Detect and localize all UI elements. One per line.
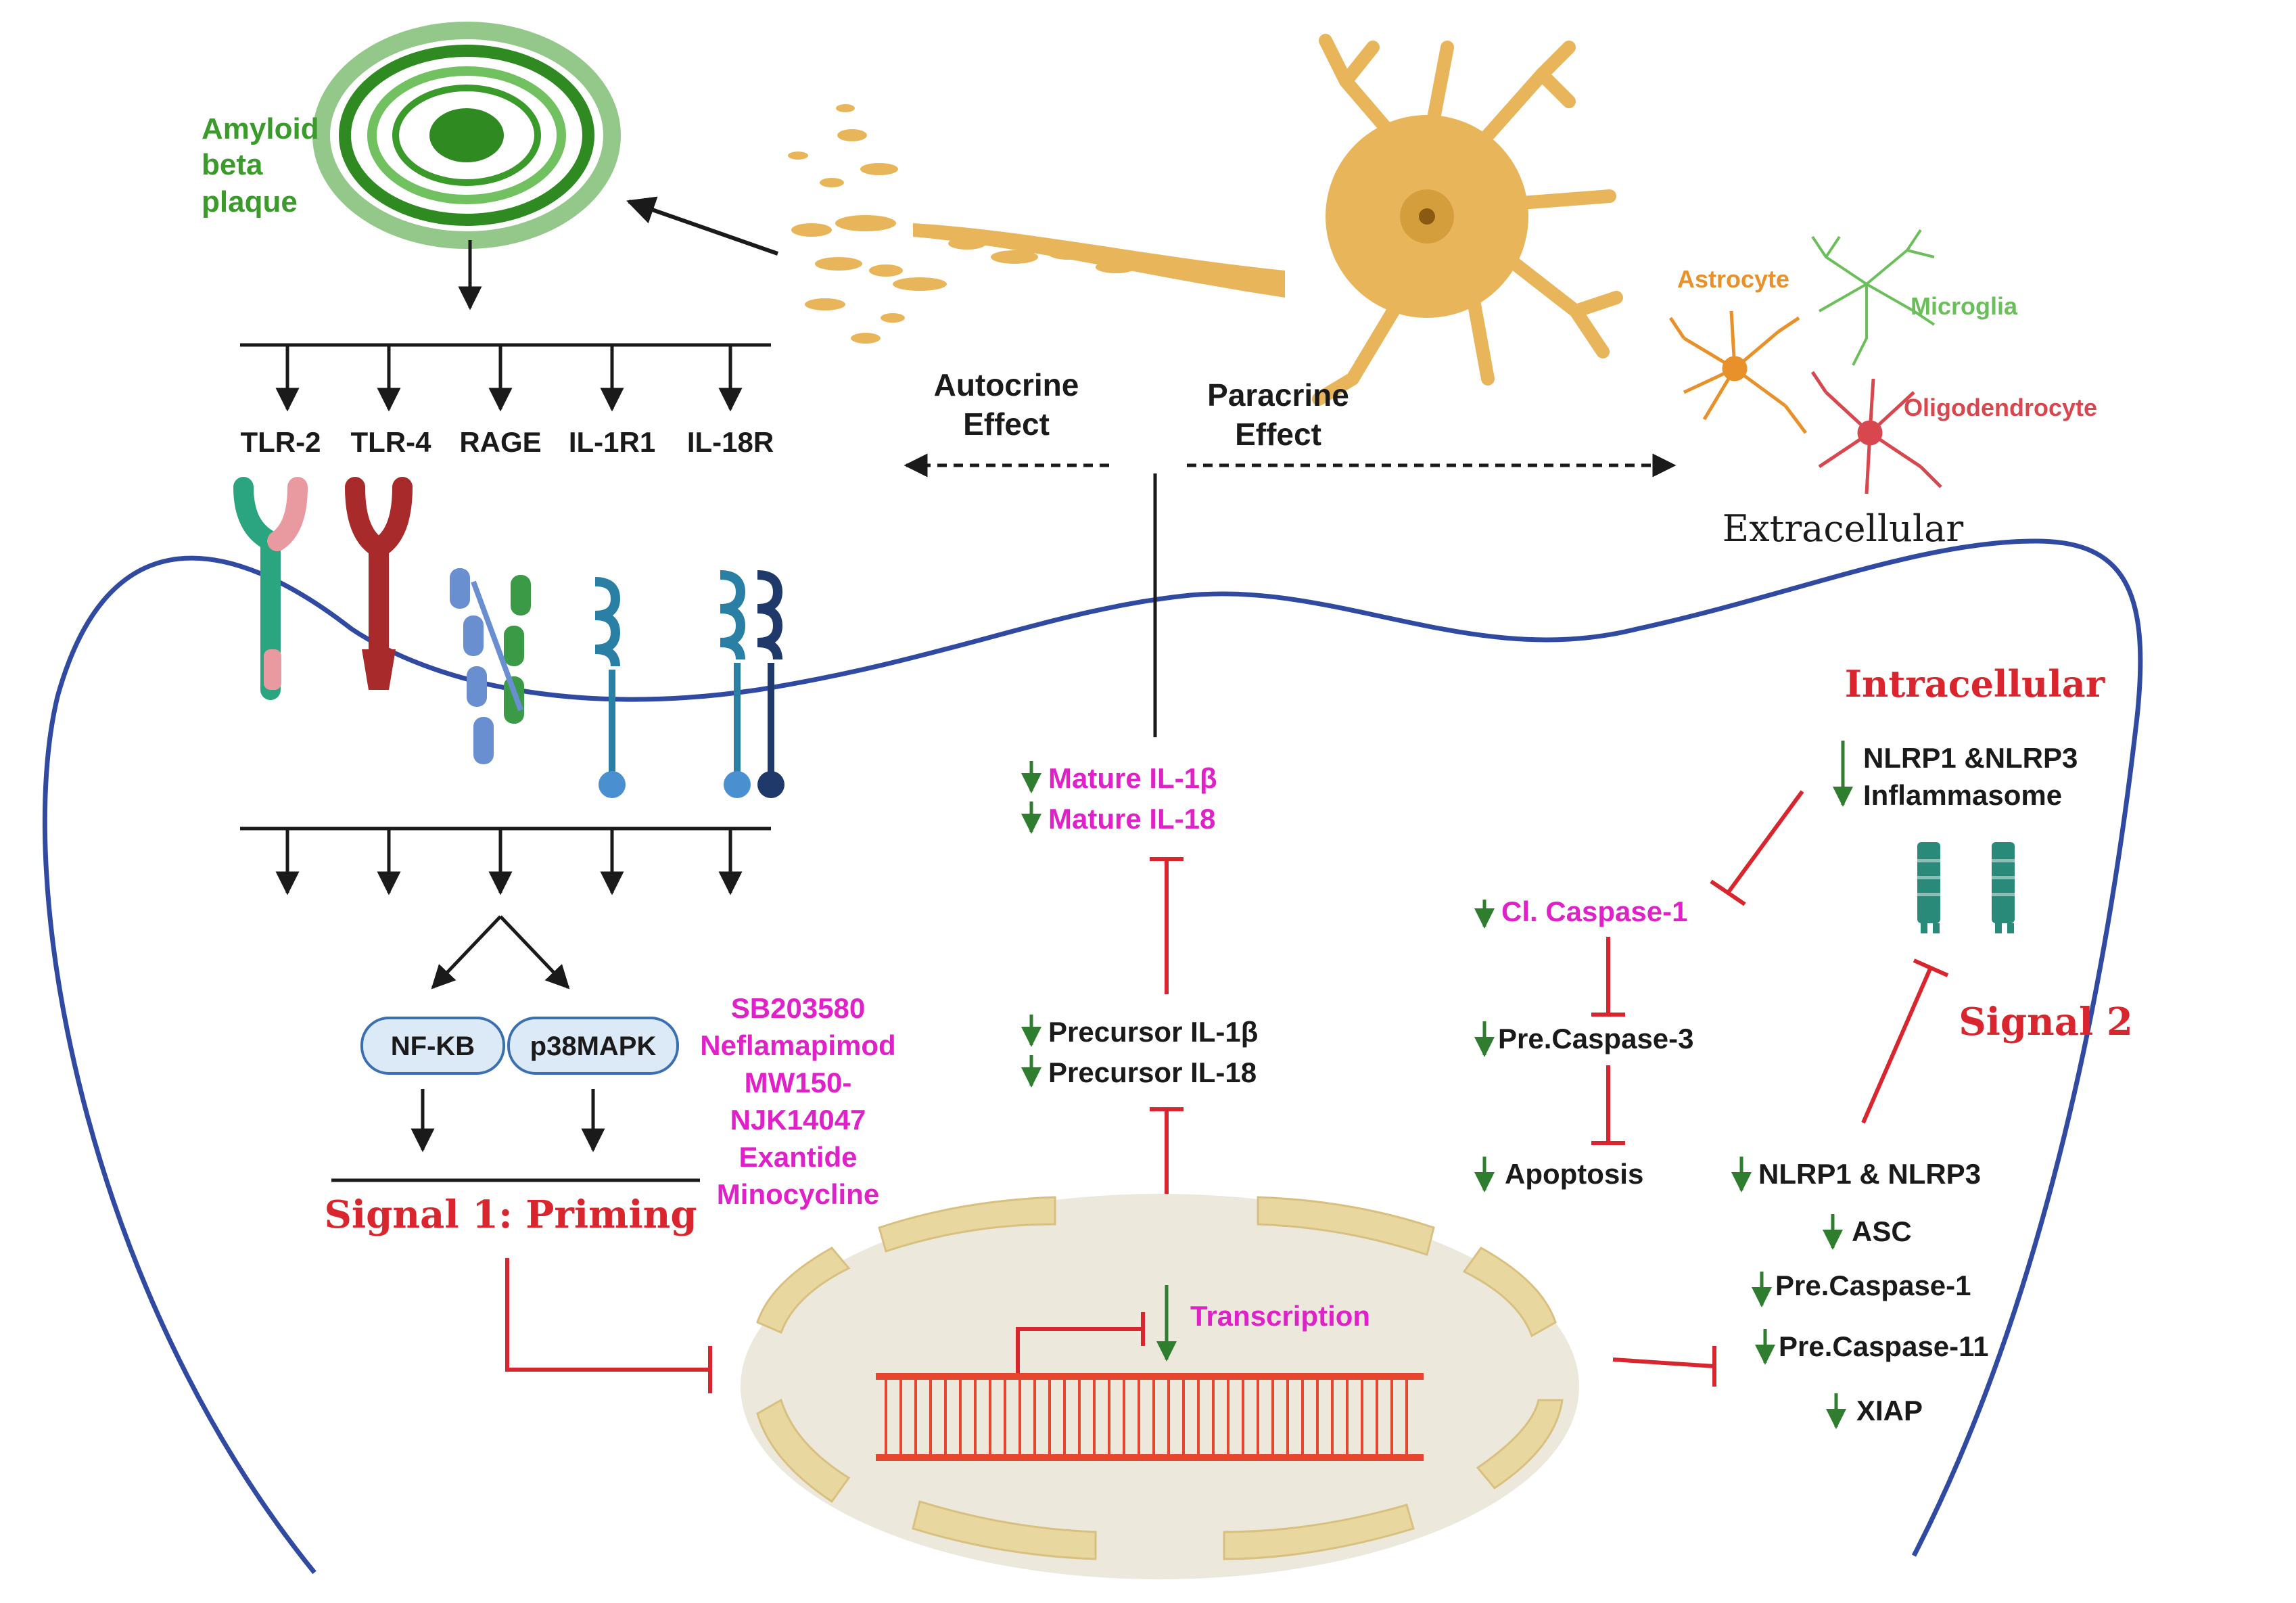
amyloid-plaque-label: Amyloid beta plaque xyxy=(202,112,319,218)
pill-down-arrows xyxy=(411,1089,605,1153)
nlrp-list-item-0: NLRP1 & NLRP3 xyxy=(1758,1158,1981,1190)
nfkb-node: NF-KB xyxy=(360,1017,505,1075)
cl-caspase1-label: Cl. Caspase-1 xyxy=(1501,896,1687,927)
svg-text:MW150-: MW150- xyxy=(745,1067,852,1098)
signal1-inhibit-line xyxy=(505,1258,712,1393)
svg-text:TLR-4: TLR-4 xyxy=(351,426,432,458)
svg-text:p38MAPK: p38MAPK xyxy=(530,1031,657,1061)
nucleus-icon xyxy=(741,1194,1579,1579)
precursor-il18-label: Precursor IL-18 xyxy=(1048,1056,1257,1088)
svg-text:IL-18R: IL-18R xyxy=(687,426,774,458)
apoptosis-label: Apoptosis xyxy=(1505,1158,1643,1190)
oligodendrocyte-icon xyxy=(1810,371,1942,494)
svg-text:Effect: Effect xyxy=(1235,417,1321,452)
svg-text:Effect: Effect xyxy=(963,406,1050,442)
svg-text:SB203580: SB203580 xyxy=(731,992,866,1024)
precursor-mature-inhibit xyxy=(1150,857,1184,994)
svg-text:IL-1R1: IL-1R1 xyxy=(569,426,655,458)
neuron-icon xyxy=(788,34,1623,406)
il1r1-receptor-icon xyxy=(594,577,626,798)
nlrp-list-item-1: ASC xyxy=(1852,1215,1912,1247)
neuron-to-plaque-arrow xyxy=(626,196,778,256)
nlrp-list-item-4: XIAP xyxy=(1856,1395,1923,1426)
intracellular-label: Intracellular xyxy=(1845,662,2105,705)
svg-text:Exantide: Exantide xyxy=(739,1141,857,1173)
svg-text:Paracrine: Paracrine xyxy=(1207,377,1349,413)
nlrp-list-item-2: Pre.Caspase-1 xyxy=(1775,1270,1971,1301)
p38mapk-node: p38MAPK xyxy=(507,1017,679,1075)
tlr4-receptor-icon xyxy=(345,477,413,690)
receptor-labels: TLR-2 TLR-4 RAGE IL-1R1 IL-18R xyxy=(241,426,774,458)
signal2-inhibit xyxy=(1861,958,1949,1124)
tlr2-receptor-icon xyxy=(233,477,308,700)
nlrp-inflammasome-label: NLRP1 &NLRP3 Inflammasome xyxy=(1863,742,2078,811)
svg-text:RAGE: RAGE xyxy=(459,426,541,458)
svg-text:Amyloid: Amyloid xyxy=(202,112,319,145)
svg-text:NJK14047: NJK14047 xyxy=(730,1104,866,1136)
oligodendrocyte-label: Oligodendrocyte xyxy=(1904,394,2097,421)
precursor-il1b-label: Precursor IL-1β xyxy=(1048,1016,1258,1048)
microglia-label: Microglia xyxy=(1911,292,2018,320)
svg-text:NLRP1 &NLRP3: NLRP1 &NLRP3 xyxy=(1863,742,2078,774)
pre-caspase3-label: Pre.Caspase-3 xyxy=(1498,1023,1694,1054)
il18r-receptor-icon xyxy=(720,570,784,798)
receptor-top-arrows xyxy=(275,345,743,412)
signal1-label: Signal 1: Priming xyxy=(324,1192,697,1237)
amyloid-plaque-icon xyxy=(312,22,621,249)
astrocyte-icon xyxy=(1668,310,1807,434)
drug-list: SB203580 Neflamapimod MW150- NJK14047 Ex… xyxy=(700,992,895,1210)
svg-text:NF-KB: NF-KB xyxy=(391,1031,475,1061)
split-arrows xyxy=(431,915,570,990)
nucleus-right-inhibit xyxy=(1612,1346,1716,1387)
transcription-label: Transcription xyxy=(1190,1300,1370,1332)
svg-text:beta: beta xyxy=(202,148,263,181)
svg-text:plaque: plaque xyxy=(202,185,298,218)
paracrine-label: Paracrine Effect xyxy=(1207,377,1349,452)
inflammasome-icon xyxy=(1917,842,2015,933)
inflammasome-caspase1-inhibit xyxy=(1710,790,1804,906)
microglia-icon xyxy=(1811,229,1936,366)
cell-membrane xyxy=(42,538,2143,1575)
svg-text:Autocrine: Autocrine xyxy=(934,367,1079,402)
svg-text:Minocycline: Minocycline xyxy=(717,1178,879,1210)
nlrp-list-item-3: Pre.Caspase-11 xyxy=(1779,1330,1989,1362)
autocrine-label: Autocrine Effect xyxy=(934,367,1079,442)
receptor-bottom-arrows xyxy=(275,829,743,896)
mature-il18-label: Mature IL-18 xyxy=(1048,803,1215,835)
svg-text:Neflamapimod: Neflamapimod xyxy=(700,1029,895,1061)
svg-text:Inflammasome: Inflammasome xyxy=(1863,779,2062,811)
transcription-inhibit xyxy=(1016,1312,1145,1373)
astrocyte-label: Astrocyte xyxy=(1677,265,1789,293)
extracellular-label: Extracellular xyxy=(1723,507,1964,550)
rage-receptor-icon xyxy=(450,568,531,764)
mature-il1b-label: Mature IL-1β xyxy=(1048,762,1217,794)
signal2-label: Signal 2 xyxy=(1959,1000,2133,1044)
svg-text:TLR-2: TLR-2 xyxy=(241,426,321,458)
caspase3-apoptosis-inhibit xyxy=(1591,1065,1625,1145)
caspase1-caspase3-inhibit xyxy=(1591,937,1625,1017)
